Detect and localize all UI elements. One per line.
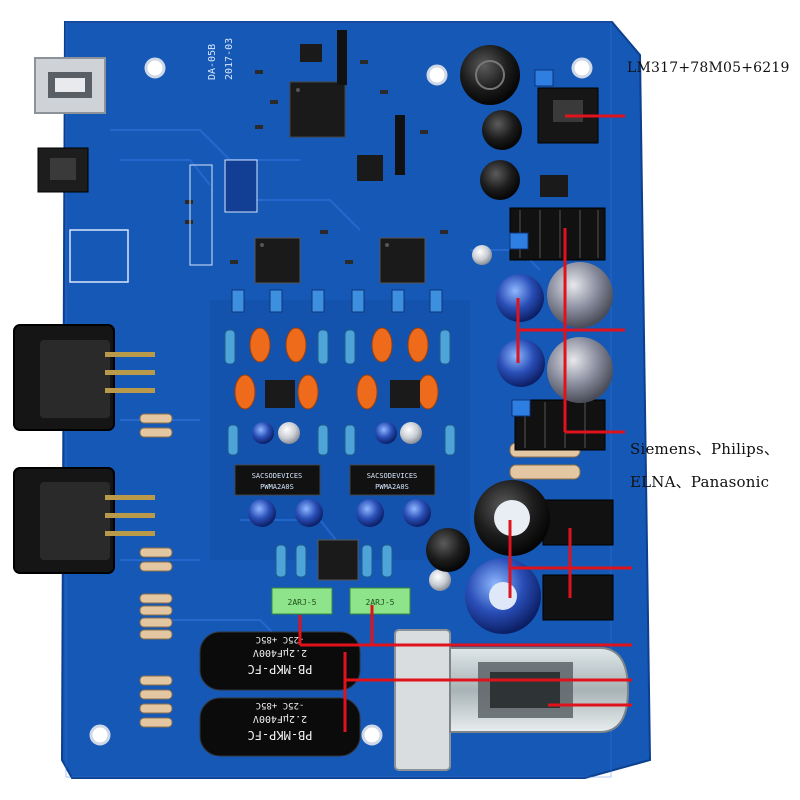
mounting-hole (89, 724, 111, 746)
ic-socket (224, 159, 258, 213)
resistor-array-outline (189, 164, 213, 266)
film-capacitor-bottom: PB-MKP-FC 2.2μF400V -25C +85C (199, 697, 361, 757)
chip-brand: SACSODEVICES (252, 472, 303, 480)
annotation-lines (298, 114, 632, 732)
relay-label: 2ARJ-5 (288, 598, 317, 607)
dac-module-left: SACSODEVICES PWMA2A0S (234, 464, 321, 496)
film-cap-model: PB-MKP-FC (247, 662, 312, 676)
pin-header (337, 30, 405, 175)
small-blue-capacitors (231, 289, 443, 313)
regulator-small (540, 175, 568, 197)
regulator-caption: LM317+78M05+6219 (627, 60, 790, 76)
dac-module-right: SACSODEVICES PWMA2A0S (349, 464, 436, 496)
orange-film-capacitors (234, 327, 439, 410)
film-cap-rating: 2.2μF400V (253, 713, 307, 724)
mounting-hole (571, 57, 593, 79)
relay-label: 2ARJ-5 (366, 598, 395, 607)
film-cap-rating: 2.2μF400V (253, 647, 307, 658)
xlr-connector-bottom (13, 467, 155, 574)
usb-connector (34, 57, 106, 114)
smd-components (185, 60, 448, 264)
heatsink-4 (542, 499, 614, 621)
small-electrolytic-capacitors (248, 245, 492, 591)
mounting-hole (144, 57, 166, 79)
opamp-chip-left (265, 380, 295, 408)
optical-connector (37, 147, 89, 193)
brands-caption-line1: Siemens、Philips、 (630, 440, 780, 458)
brands-caption-line2: ELNA、Panasonic (630, 473, 770, 491)
trimmer-potentiometer (509, 69, 554, 417)
ic-chip (317, 539, 359, 581)
board-model: DA-05B (207, 44, 218, 80)
relay-right: 2ARJ-5 (349, 587, 411, 615)
vacuum-tube (394, 629, 630, 771)
mounting-hole (426, 64, 448, 86)
ic-small (357, 155, 383, 181)
film-cap-model: PB-MKP-FC (247, 728, 312, 742)
film-cap-temp: -25C +85C (256, 634, 305, 644)
relay-left: 2ARJ-5 (271, 587, 333, 615)
chip-code: PWMA2A0S (260, 483, 294, 491)
film-cap-temp: -25C +85C (256, 700, 305, 710)
xlr-connector-top (13, 324, 155, 431)
dac-chip-right (379, 237, 426, 284)
ic-small (300, 44, 322, 62)
mounting-hole (361, 724, 383, 746)
opamp-chip-right (390, 380, 420, 408)
board-date: 2017-03 (224, 38, 235, 80)
connector-outline (69, 229, 129, 283)
chip-code: PWMA2A0S (375, 483, 409, 491)
dac-chip-left (254, 237, 301, 284)
chip-brand: SACSODEVICES (367, 472, 418, 480)
film-capacitor-top: PB-MKP-FC 2.2μF400V -25C +85C (199, 631, 361, 691)
ic-usb-controller (289, 81, 346, 138)
